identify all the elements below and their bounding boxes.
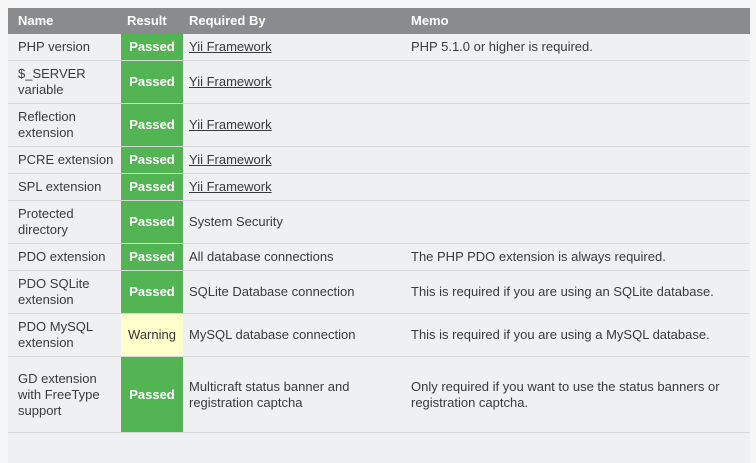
required-by-text: Multicraft status banner and registratio… <box>189 379 349 410</box>
table-row: GD extension with FreeType support Passe… <box>8 357 750 433</box>
table-row: Reflection extension Passed Yii Framewor… <box>8 104 750 147</box>
required-by-cell: SQLite Database connection <box>183 271 405 314</box>
requirement-name: SPL extension <box>8 174 121 201</box>
result-badge: Passed <box>121 104 183 147</box>
memo-text: The PHP PDO extension is always required… <box>405 244 750 271</box>
memo-text <box>405 201 750 244</box>
required-by-link[interactable]: Yii Framework <box>189 117 272 132</box>
table-row: PDO extension Passed All database connec… <box>8 244 750 271</box>
requirement-name: Reflection extension <box>8 104 121 147</box>
required-by-cell: Yii Framework <box>183 104 405 147</box>
memo-text <box>405 147 750 174</box>
required-by-link[interactable]: Yii Framework <box>189 152 272 167</box>
table-row: PDO SQLite extension Passed SQLite Datab… <box>8 271 750 314</box>
required-by-link[interactable]: Yii Framework <box>189 39 272 54</box>
result-badge: Passed <box>121 244 183 271</box>
required-by-cell: Yii Framework <box>183 147 405 174</box>
requirement-name: $_SERVER variable <box>8 61 121 104</box>
result-badge: Passed <box>121 201 183 244</box>
required-by-cell: MySQL database connection <box>183 314 405 357</box>
memo-text: Only required if you want to use the sta… <box>405 357 750 433</box>
result-badge: Passed <box>121 34 183 61</box>
memo-text: This is required if you are using a MySQ… <box>405 314 750 357</box>
required-by-link[interactable]: Yii Framework <box>189 74 272 89</box>
header-name: Name <box>8 8 121 34</box>
table-row: $_SERVER variable Passed Yii Framework <box>8 61 750 104</box>
required-by-link[interactable]: Yii Framework <box>189 179 272 194</box>
requirement-name: GD extension with FreeType support <box>8 357 121 433</box>
table-row-partial <box>8 433 750 463</box>
empty-cell <box>8 433 121 463</box>
header-result: Result <box>121 8 183 34</box>
memo-text <box>405 104 750 147</box>
required-by-cell: Yii Framework <box>183 34 405 61</box>
required-by-cell: Yii Framework <box>183 174 405 201</box>
requirements-check-page: Name Result Required By Memo PHP version… <box>8 8 750 463</box>
memo-text: PHP 5.1.0 or higher is required. <box>405 34 750 61</box>
empty-cell <box>405 433 750 463</box>
requirement-name: PDO MySQL extension <box>8 314 121 357</box>
requirement-name: PHP version <box>8 34 121 61</box>
required-by-text: System Security <box>189 214 283 229</box>
table-row: PDO MySQL extension Warning MySQL databa… <box>8 314 750 357</box>
header-memo: Memo <box>405 8 750 34</box>
requirements-table: Name Result Required By Memo PHP version… <box>8 8 750 463</box>
memo-text <box>405 174 750 201</box>
table-row: SPL extension Passed Yii Framework <box>8 174 750 201</box>
table-row: Protected directory Passed System Securi… <box>8 201 750 244</box>
required-by-text: SQLite Database connection <box>189 284 355 299</box>
required-by-text: MySQL database connection <box>189 327 355 342</box>
result-badge: Passed <box>121 357 183 433</box>
result-badge: Warning <box>121 314 183 357</box>
result-badge: Passed <box>121 147 183 174</box>
memo-text <box>405 61 750 104</box>
result-badge: Passed <box>121 174 183 201</box>
table-header-row: Name Result Required By Memo <box>8 8 750 34</box>
required-by-text: All database connections <box>189 249 334 264</box>
required-by-cell: System Security <box>183 201 405 244</box>
requirement-name: Protected directory <box>8 201 121 244</box>
required-by-cell: Yii Framework <box>183 61 405 104</box>
empty-cell <box>121 433 183 463</box>
memo-text: This is required if you are using an SQL… <box>405 271 750 314</box>
header-required-by: Required By <box>183 8 405 34</box>
requirement-name: PDO extension <box>8 244 121 271</box>
requirement-name: PDO SQLite extension <box>8 271 121 314</box>
empty-cell <box>183 433 405 463</box>
required-by-cell: Multicraft status banner and registratio… <box>183 357 405 433</box>
required-by-cell: All database connections <box>183 244 405 271</box>
table-row: PHP version Passed Yii Framework PHP 5.1… <box>8 34 750 61</box>
requirement-name: PCRE extension <box>8 147 121 174</box>
result-badge: Passed <box>121 271 183 314</box>
table-row: PCRE extension Passed Yii Framework <box>8 147 750 174</box>
result-badge: Passed <box>121 61 183 104</box>
